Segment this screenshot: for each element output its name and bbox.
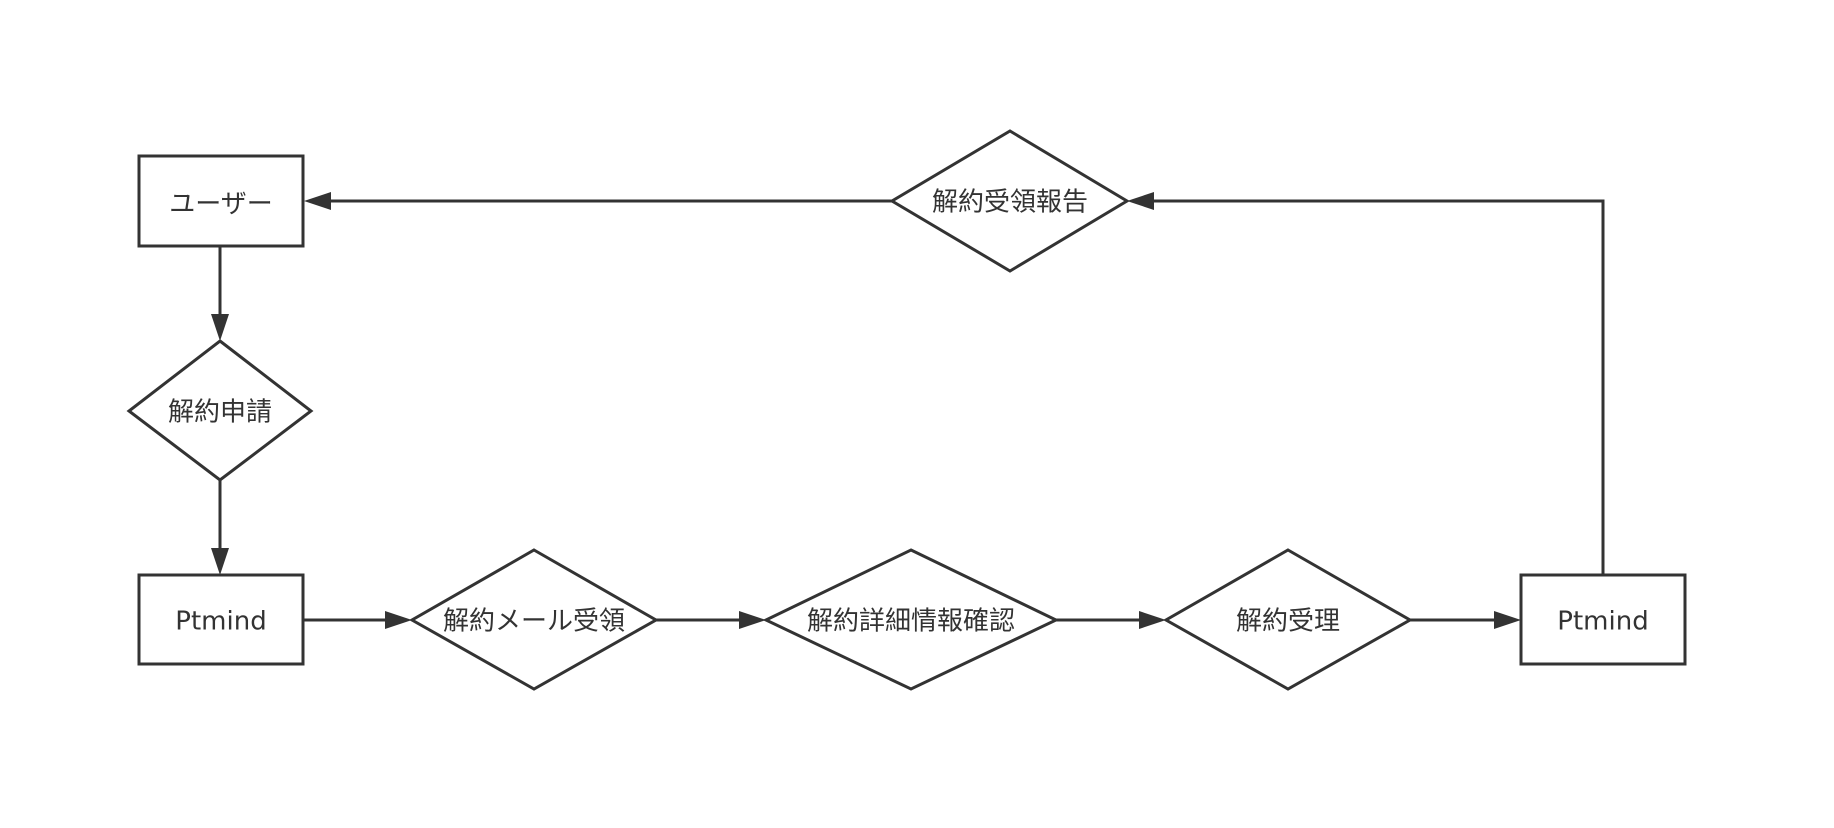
node-cancel-mail-received-label: 解約メール受領	[443, 607, 625, 637]
node-ptmind-end-box	[1519, 573, 1687, 666]
node-cancel-accept-label: 解約受理	[1236, 607, 1340, 637]
node-cancel-report: 解約受領報告	[889, 129, 1130, 273]
node-ptmind-start: Ptmind	[137, 573, 305, 666]
node-ptmind-start-box	[137, 573, 305, 666]
node-user: ユーザー	[137, 154, 305, 248]
node-cancel-detail-check-label: 解約詳細情報確認	[807, 607, 1015, 637]
node-user-label: ユーザー	[169, 190, 272, 220]
arrow-cancel-accept-to-ptmind-end	[1494, 611, 1521, 629]
node-cancel-request-label: 解約申請	[168, 398, 272, 428]
node-ptmind-end-label: Ptmind	[1557, 607, 1648, 637]
edge-ptmind-end-to-cancel-report	[1153, 199, 1605, 575]
node-ptmind-end: Ptmind	[1519, 573, 1687, 666]
arrow-cancel-request-to-ptmind-start	[211, 548, 229, 575]
arrow-cancel-report-to-user	[304, 192, 331, 210]
arrow-ptmind-start-to-cancel-mail-received	[385, 611, 412, 629]
node-cancel-accept-diamond	[1162, 548, 1414, 691]
node-cancel-detail-check: 解約詳細情報確認	[762, 548, 1060, 691]
arrow-user-to-cancel-request	[211, 314, 229, 341]
arrow-ptmind-end-to-cancel-report	[1127, 192, 1154, 210]
node-cancel-mail-received: 解約メール受領	[408, 548, 660, 691]
node-user-box	[137, 154, 305, 248]
arrow-cancel-mail-received-to-cancel-detail-check	[739, 611, 766, 629]
node-cancel-accept: 解約受理	[1162, 548, 1414, 691]
node-cancel-report-label: 解約受領報告	[932, 188, 1088, 218]
node-cancel-request-diamond	[126, 339, 314, 482]
nodes: ユーザー 解約申請 Ptmind 解約メール受領 解約詳細情報確認 解約受理 P…	[126, 129, 1687, 691]
arrow-cancel-detail-check-to-cancel-accept	[1139, 611, 1166, 629]
node-cancel-request: 解約申請	[126, 339, 314, 482]
node-cancel-mail-received-diamond	[408, 548, 660, 691]
edges	[211, 192, 1605, 629]
node-cancel-report-diamond	[889, 129, 1130, 273]
node-ptmind-start-label: Ptmind	[175, 607, 266, 637]
node-cancel-detail-check-diamond	[762, 548, 1060, 691]
